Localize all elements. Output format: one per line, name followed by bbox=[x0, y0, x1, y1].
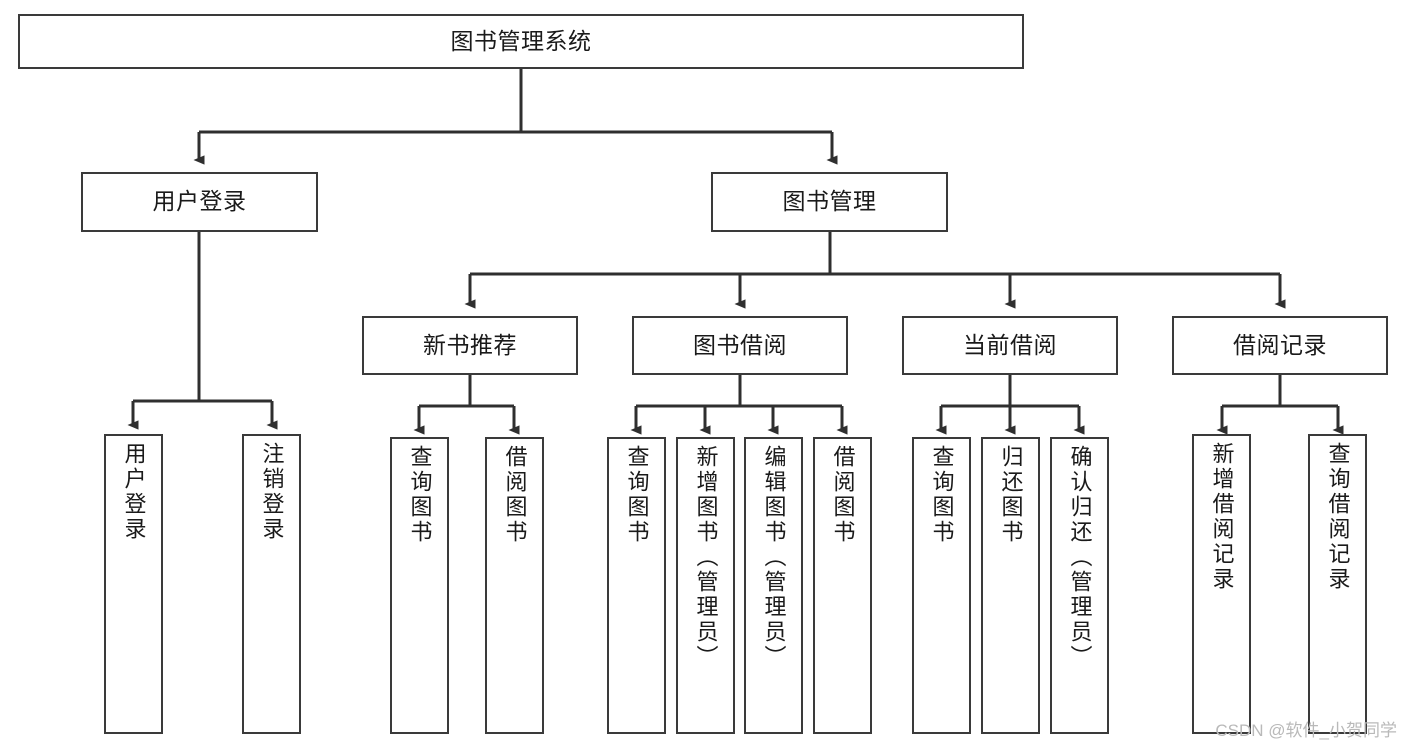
node-leaf-user-login-label: 用户登录 bbox=[121, 442, 147, 542]
node-borrow-record[interactable]: 借阅记录 bbox=[1172, 316, 1388, 375]
node-leaf-query-book-2-label: 查询图书 bbox=[624, 445, 650, 545]
node-borrow-record-label: 借阅记录 bbox=[1233, 331, 1327, 358]
node-leaf-add-book-label: 新增图书（管理员） bbox=[693, 445, 719, 670]
node-leaf-confirm-return-label: 确认归还（管理员） bbox=[1067, 445, 1093, 670]
node-leaf-edit-book-label: 编辑图书（管理员） bbox=[761, 445, 787, 670]
node-leaf-add-record[interactable]: 新增借阅记录 bbox=[1192, 434, 1251, 734]
node-book-borrow-label: 图书借阅 bbox=[693, 331, 787, 358]
node-current-borrow[interactable]: 当前借阅 bbox=[902, 316, 1118, 375]
node-leaf-borrow-book-1-label: 借阅图书 bbox=[502, 445, 528, 545]
node-leaf-return-book-label: 归还图书 bbox=[998, 445, 1024, 545]
node-user-login[interactable]: 用户登录 bbox=[81, 172, 318, 232]
node-leaf-query-book-1[interactable]: 查询图书 bbox=[390, 437, 449, 734]
node-leaf-return-book[interactable]: 归还图书 bbox=[981, 437, 1040, 734]
node-leaf-logout[interactable]: 注销登录 bbox=[242, 434, 301, 734]
node-leaf-user-login[interactable]: 用户登录 bbox=[104, 434, 163, 734]
node-leaf-query-record-label: 查询借阅记录 bbox=[1325, 442, 1351, 592]
node-leaf-add-book[interactable]: 新增图书（管理员） bbox=[676, 437, 735, 734]
node-root[interactable]: 图书管理系统 bbox=[18, 14, 1024, 69]
node-leaf-borrow-book-2[interactable]: 借阅图书 bbox=[813, 437, 872, 734]
node-root-label: 图书管理系统 bbox=[450, 27, 592, 54]
node-leaf-query-record[interactable]: 查询借阅记录 bbox=[1308, 434, 1367, 734]
node-leaf-borrow-book-1[interactable]: 借阅图书 bbox=[485, 437, 544, 734]
node-leaf-logout-label: 注销登录 bbox=[259, 442, 285, 542]
node-new-book-recommend[interactable]: 新书推荐 bbox=[362, 316, 578, 375]
node-user-login-label: 用户登录 bbox=[152, 188, 247, 215]
node-leaf-query-book-1-label: 查询图书 bbox=[407, 445, 433, 545]
node-leaf-query-book-3-label: 查询图书 bbox=[929, 445, 955, 545]
node-leaf-query-book-3[interactable]: 查询图书 bbox=[912, 437, 971, 734]
node-leaf-add-record-label: 新增借阅记录 bbox=[1209, 442, 1235, 592]
node-book-manage[interactable]: 图书管理 bbox=[711, 172, 948, 232]
node-new-book-recommend-label: 新书推荐 bbox=[423, 331, 517, 358]
node-leaf-confirm-return[interactable]: 确认归还（管理员） bbox=[1050, 437, 1109, 734]
node-current-borrow-label: 当前借阅 bbox=[963, 331, 1057, 358]
node-book-borrow[interactable]: 图书借阅 bbox=[632, 316, 848, 375]
node-leaf-edit-book[interactable]: 编辑图书（管理员） bbox=[744, 437, 803, 734]
node-leaf-borrow-book-2-label: 借阅图书 bbox=[830, 445, 856, 545]
node-book-manage-label: 图书管理 bbox=[782, 188, 877, 215]
node-leaf-query-book-2[interactable]: 查询图书 bbox=[607, 437, 666, 734]
